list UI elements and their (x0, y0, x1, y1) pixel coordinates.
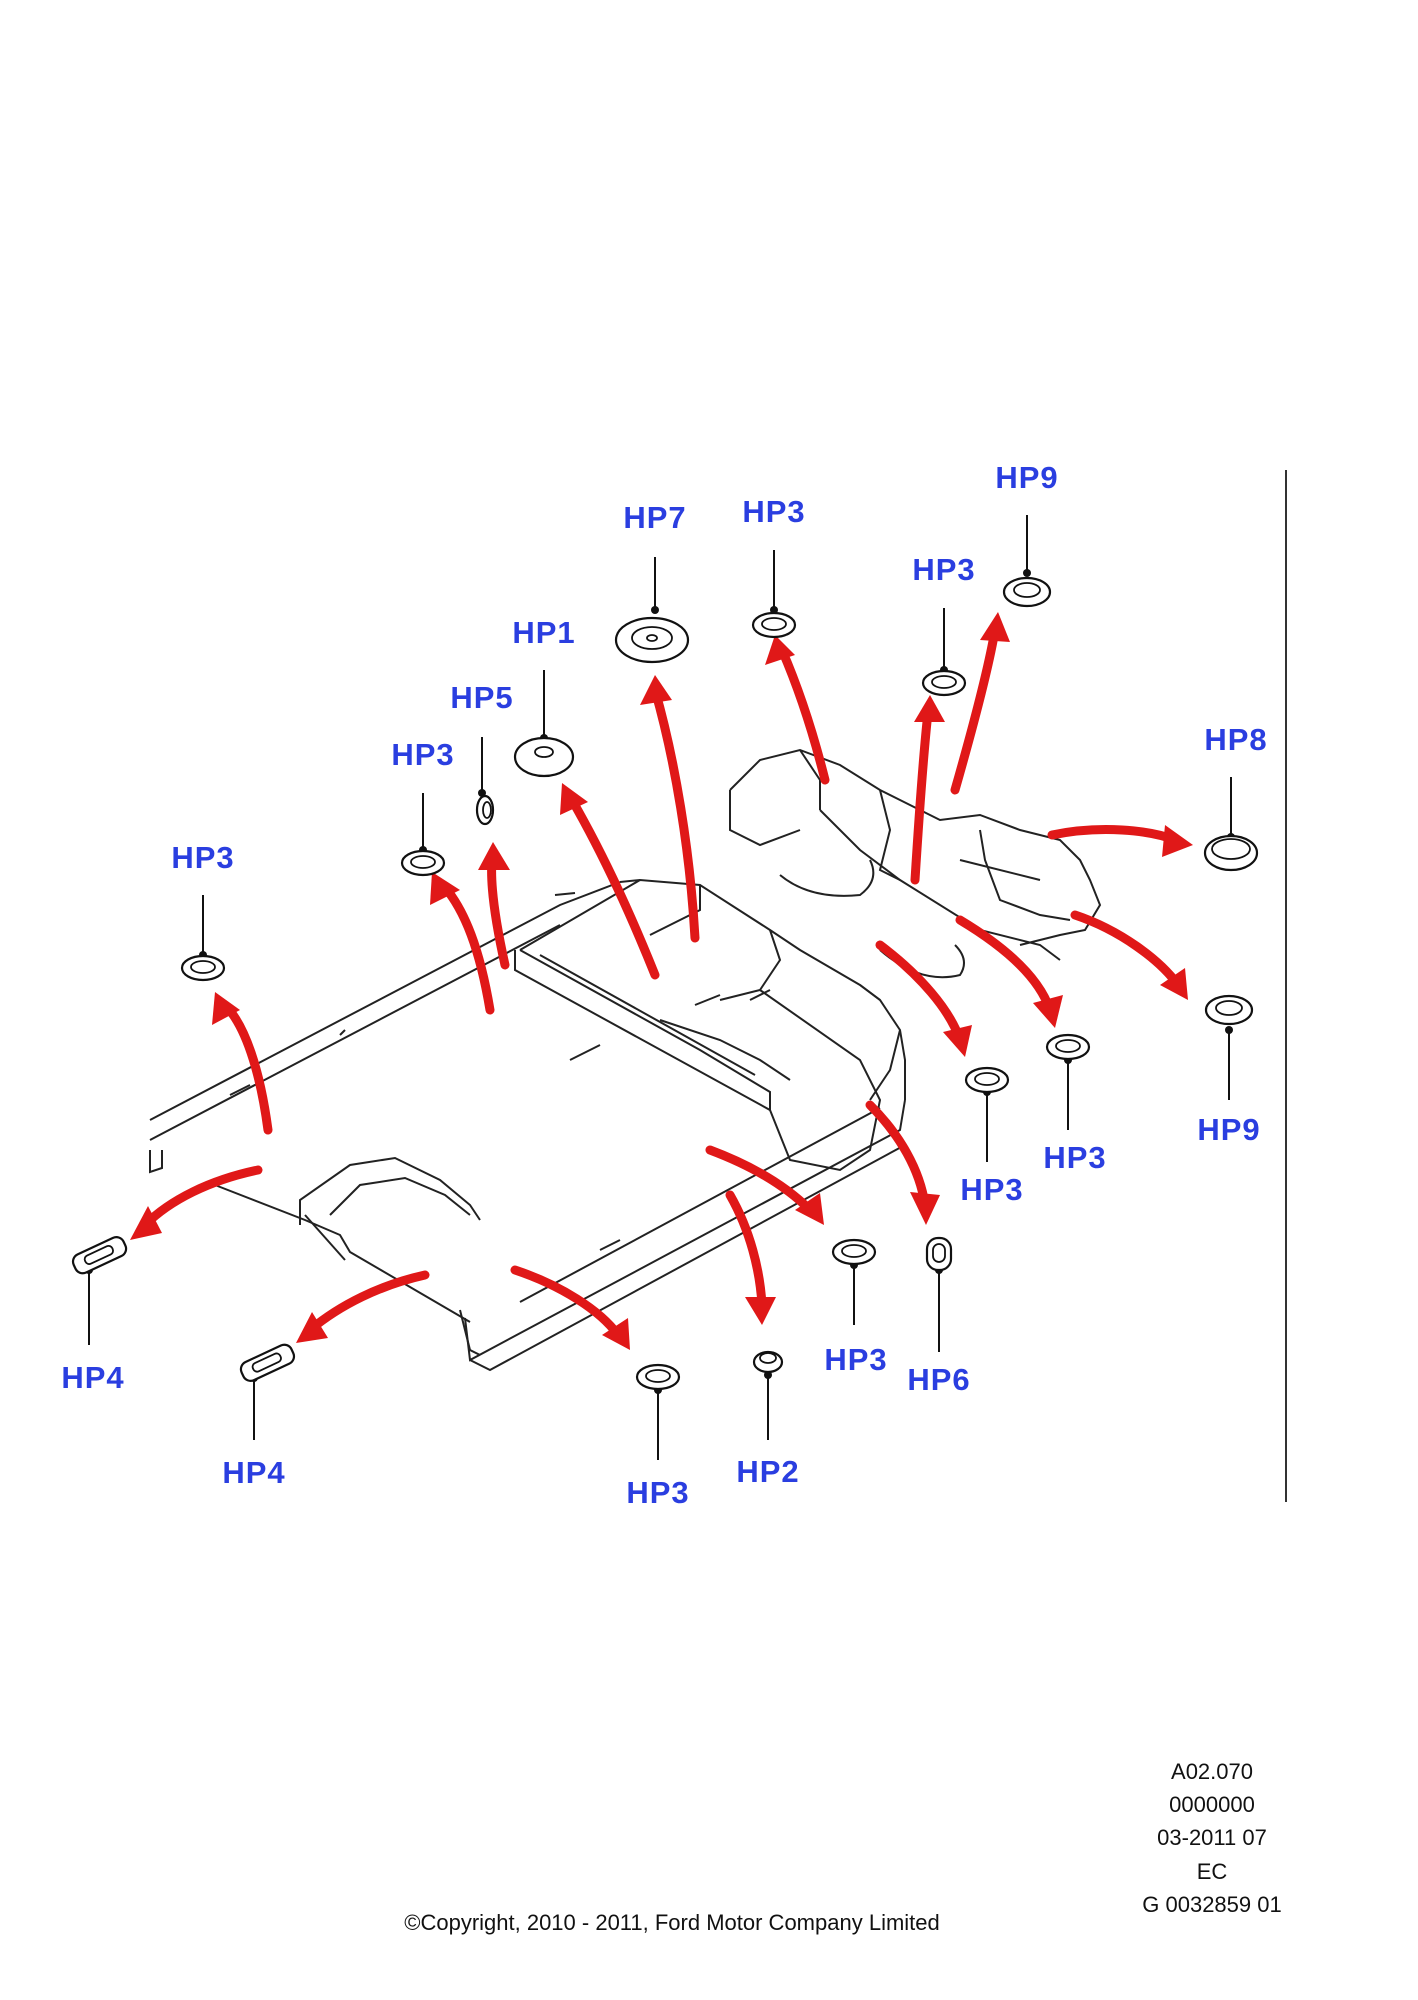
ref-line: 0000000 (1169, 1792, 1255, 1817)
callout-label: HP3 (171, 840, 234, 875)
plug-hp3-d (180, 954, 226, 982)
callout-label: HP9 (1197, 1112, 1260, 1147)
callout-label: HP3 (960, 1172, 1023, 1207)
plug-hp8 (1203, 834, 1259, 872)
callout-label: HP3 (742, 494, 805, 529)
plug-hp3-a (751, 611, 797, 639)
plug-hp3-c (400, 849, 446, 877)
callout-label: HP3 (912, 552, 975, 587)
callout-label: HP4 (61, 1360, 124, 1395)
callout-label: HP9 (995, 460, 1058, 495)
callout-label: HP3 (391, 737, 454, 772)
callout-label: HP4 (222, 1455, 285, 1490)
plug-hp9-b (1204, 994, 1254, 1026)
reference-block: A02.070 0000000 03-2011 07 EC G 0032859 … (1142, 1759, 1281, 1917)
callout-label: HP8 (1204, 722, 1267, 757)
plug-hp3-f (964, 1066, 1010, 1094)
callout-label: HP7 (623, 500, 686, 535)
plug-hp7 (614, 616, 690, 664)
callout-label: HP1 (512, 615, 575, 650)
plug-hp3-b (921, 669, 967, 697)
ref-line: EC (1197, 1859, 1228, 1884)
ref-line: 03-2011 07 (1157, 1825, 1267, 1850)
callout-label: HP5 (450, 680, 513, 715)
plug-hp3-e (1045, 1033, 1091, 1061)
plug-hp6 (925, 1236, 953, 1272)
callout-label: HP6 (907, 1362, 970, 1397)
ref-line: G 0032859 01 (1142, 1892, 1281, 1917)
plug-hp4-b (239, 1343, 296, 1382)
plug-group (71, 576, 1259, 1391)
arrow-group (130, 612, 1193, 1350)
plug-hp2 (752, 1350, 784, 1374)
callout-label: HP3 (626, 1475, 689, 1510)
callout-label: HP2 (736, 1454, 799, 1489)
callout-labels: HP7 HP3 HP9 HP3 HP1 HP5 HP3 HP3 HP8 HP9 … (61, 460, 1267, 1510)
copyright-text: ©Copyright, 2010 - 2011, Ford Motor Comp… (404, 1910, 940, 1935)
plug-hp9-a (1002, 576, 1052, 608)
callout-label: HP3 (824, 1342, 887, 1377)
ref-line: A02.070 (1171, 1759, 1253, 1784)
callout-label: HP3 (1043, 1140, 1106, 1175)
plug-hp4-a (71, 1236, 128, 1275)
floor-pan-drawing (149, 748, 1102, 1372)
plug-hp3-h (635, 1363, 681, 1391)
plug-hp3-g (831, 1238, 877, 1266)
